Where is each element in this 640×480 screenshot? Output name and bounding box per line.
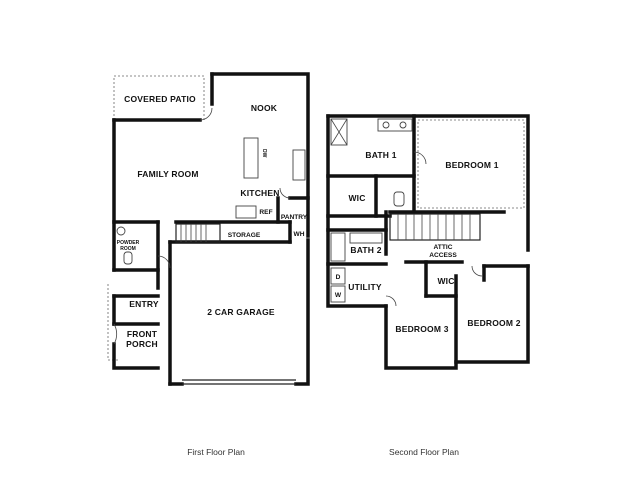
powder-toilet xyxy=(123,251,133,265)
label-wic-upper: WIC xyxy=(348,193,365,203)
first-floor-stairs xyxy=(175,223,221,243)
front-porch-outline xyxy=(107,284,120,361)
label-w: W xyxy=(335,292,342,299)
label-front: FRONT xyxy=(127,329,158,339)
kitchen-island xyxy=(243,137,259,179)
first-floor-exterior-wall xyxy=(210,72,310,238)
front-door-swing xyxy=(113,323,118,345)
caption-second-floor: Second Floor Plan xyxy=(389,447,459,457)
label-family-room: FAMILY ROOM xyxy=(137,169,198,179)
garage-east-wall xyxy=(294,238,310,386)
bath1-toilet xyxy=(393,191,405,207)
powder-sink xyxy=(116,226,126,236)
dryer xyxy=(330,267,346,285)
fridge xyxy=(235,205,257,219)
label-utility: UTILITY xyxy=(348,282,382,292)
label-bedroom1: BEDROOM 1 xyxy=(445,160,498,170)
garage-entry-door-swing xyxy=(157,255,171,269)
label-d: D xyxy=(336,274,341,281)
label-powder: POWDER xyxy=(117,240,140,246)
label-entry: ENTRY xyxy=(129,299,159,309)
first-floor-plan: COVERED PATIO NOOK FAMILY ROOM KITCHEN D… xyxy=(107,72,310,457)
label-bath1: BATH 1 xyxy=(365,150,396,160)
washer xyxy=(330,285,346,303)
porch-wall xyxy=(112,342,160,370)
label-bath2: BATH 2 xyxy=(350,245,381,255)
patio-door-swing xyxy=(199,107,213,121)
label-wic-lower: WIC xyxy=(437,276,454,286)
label-access: ACCESS xyxy=(429,252,457,259)
bath2-tub xyxy=(330,232,346,262)
label-garage: 2 CAR GARAGE xyxy=(207,307,275,317)
caption-first-floor: First Floor Plan xyxy=(187,447,245,457)
second-floor-plan: BATH 1 BEDROOM 1 WIC BATH 2 ATTIC ACCESS… xyxy=(326,114,530,457)
bedroom2-walls xyxy=(454,264,530,364)
bedroom1-door-swing xyxy=(413,151,427,165)
label-covered-patio: COVERED PATIO xyxy=(124,94,196,104)
label-pantry: PANTRY xyxy=(281,214,308,221)
label-room: ROOM xyxy=(120,246,136,252)
second-floor-north-east-wall xyxy=(326,114,530,252)
label-porch: PORCH xyxy=(126,339,158,349)
label-bedroom2: BEDROOM 2 xyxy=(467,318,520,328)
pantry-door-swing xyxy=(279,187,291,199)
kitchen-counter xyxy=(292,149,306,181)
second-floor-stairs xyxy=(389,213,481,241)
label-wh: WH xyxy=(294,231,305,238)
bath2-vanity xyxy=(349,232,383,244)
label-dw: DW xyxy=(261,149,267,158)
bedroom1-ceiling-outline xyxy=(417,119,525,209)
bedroom3-walls xyxy=(384,274,458,370)
label-attic: ATTIC xyxy=(434,244,453,251)
bedroom3-door-swing xyxy=(385,295,397,307)
label-nook: NOOK xyxy=(251,103,278,113)
second-floor-west-wall xyxy=(326,114,388,308)
label-storage: STORAGE xyxy=(228,232,261,239)
label-bedroom3: BEDROOM 3 xyxy=(395,324,448,334)
covered-patio-outline xyxy=(113,75,205,121)
label-ref: REF xyxy=(259,209,272,216)
label-kitchen: KITCHEN xyxy=(240,188,279,198)
bedroom2-door-swing xyxy=(471,265,483,277)
